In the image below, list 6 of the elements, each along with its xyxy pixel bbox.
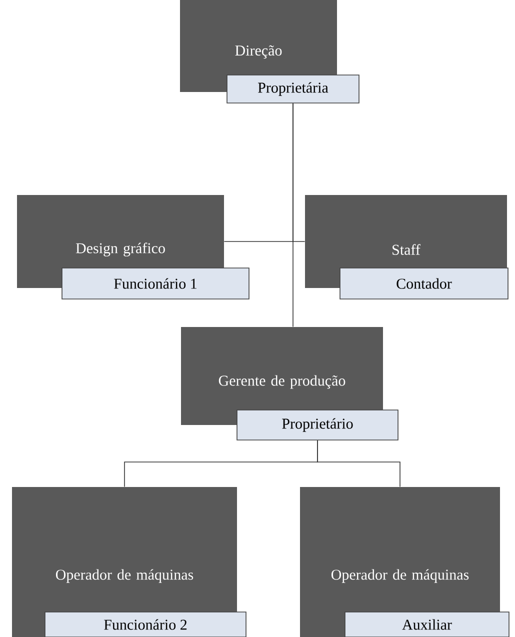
connector-line [292, 103, 294, 328]
connector-line [317, 440, 400, 488]
role-label: Proprietária [226, 74, 360, 104]
role-label: Funcionário 1 [62, 268, 250, 300]
role-label: Proprietário [236, 410, 398, 440]
role-label: Contador [340, 268, 508, 300]
